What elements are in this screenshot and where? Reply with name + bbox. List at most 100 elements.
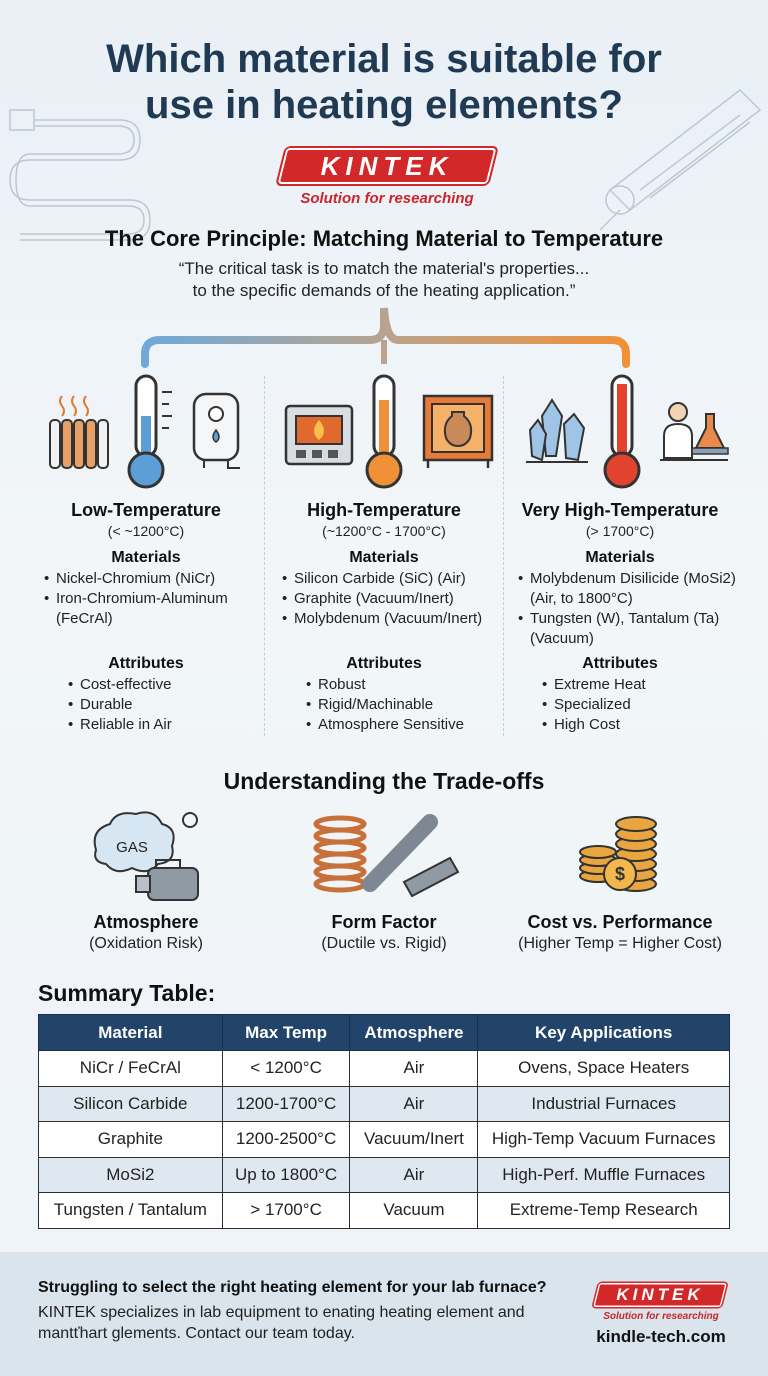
water-heater-icon <box>192 392 240 469</box>
heating-coil-sketch <box>9 109 151 241</box>
table-row: NiCr / FeCrAl < 1200°C Air Ovens, Space … <box>38 1050 730 1087</box>
footer-logo-tagline: Solution for researching <box>603 1311 719 1322</box>
table-cell: Vacuum/Inert <box>349 1121 479 1158</box>
coil-and-rod-icon <box>313 814 460 898</box>
kiln-vase-icon <box>422 394 494 468</box>
column-header: Max Temp <box>221 1014 351 1051</box>
table-cell: Vacuum <box>349 1192 479 1229</box>
gas-pump-icon: GAS <box>93 811 199 901</box>
table-header-row: Material Max Temp Atmosphere Key Applica… <box>38 1014 730 1051</box>
list-item: High Cost <box>538 715 740 735</box>
tradeoff-title: Atmosphere <box>93 912 199 932</box>
list-item: Robust <box>302 675 504 695</box>
table-cell: Tungsten / Tantalum <box>38 1192 223 1229</box>
tradeoff-atmosphere: Atmosphere (Oxidation Risk) <box>26 912 266 953</box>
column-header: Atmosphere <box>349 1014 479 1051</box>
table-cell: High-Perf. Muffle Furnaces <box>477 1156 730 1193</box>
materials-list: Molybdenum Disilicide (MoSi2) (Air, to 1… <box>514 569 740 647</box>
table-cell: Industrial Furnaces <box>477 1085 730 1122</box>
very-high-temperature-column: Very High-Temperature (> 1700°C) Materia… <box>500 500 740 735</box>
table-cell: 1200-1700°C <box>221 1085 351 1122</box>
crystal-icon <box>526 398 588 463</box>
furnace-icon <box>284 404 354 466</box>
table-cell: Air <box>349 1050 479 1087</box>
attributes-label: Attributes <box>582 655 658 672</box>
attributes-list: Cost-effective Durable Reliable in Air <box>64 675 266 735</box>
list-item: Nickel-Chromium (NiCr) <box>40 569 266 589</box>
table-cell: 1200-2500°C <box>221 1121 351 1158</box>
column-range: (~1200°C - 1700°C) <box>322 523 446 539</box>
table-cell: Air <box>349 1085 479 1122</box>
thermometer-very-high-icon <box>603 374 641 489</box>
materials-list: Nickel-Chromium (NiCr) Iron-Chromium-Alu… <box>40 569 266 645</box>
attributes-label: Attributes <box>108 655 184 672</box>
list-item: Silicon Carbide (SiC) (Air) <box>278 569 504 589</box>
column-range: (> 1700°C) <box>585 523 655 539</box>
table-cell: Air <box>349 1156 479 1193</box>
table-row: Graphite 1200-2500°C Vacuum/Inert High-T… <box>38 1121 730 1158</box>
list-item: Rigid/Machinable <box>302 695 504 715</box>
column-title: Low-Temperature <box>71 500 221 520</box>
title-line-1: Which material is suitable for <box>106 37 662 81</box>
list-item: Extreme Heat <box>538 675 740 695</box>
scientist-lab-icon <box>660 402 729 461</box>
attributes-label: Attributes <box>346 655 422 672</box>
table-cell: MoSi2 <box>38 1156 223 1193</box>
list-item: Tungsten (W), Tantalum (Ta) (Vacuum) <box>514 609 740 649</box>
table-cell: High-Temp Vacuum Furnaces <box>477 1121 730 1158</box>
column-range: (< ~1200°C) <box>107 523 185 539</box>
quote-line-2: to the specific demands of the heating a… <box>192 281 576 300</box>
tradeoff-title: Cost vs. Performance <box>527 912 713 932</box>
materials-label: Materials <box>585 549 655 566</box>
quote-line-1: “The critical task is to match the mater… <box>178 259 590 278</box>
list-item: Iron-Chromium-Aluminum (FeCrAl) <box>40 589 266 629</box>
materials-label: Materials <box>349 549 419 566</box>
table-cell: > 1700°C <box>221 1192 351 1229</box>
page-title: Which material is suitable for use in he… <box>0 36 768 128</box>
list-item: Durable <box>64 695 266 715</box>
tradeoff-form-factor: Form Factor (Ductile vs. Rigid) <box>264 912 504 953</box>
table-row: Silicon Carbide 1200-1700°C Air Industri… <box>38 1085 730 1122</box>
title-line-2: use in heating elements? <box>145 83 623 127</box>
low-temperature-column: Low-Temperature (< ~1200°C) Materials Ni… <box>26 500 266 735</box>
radiator-icon <box>49 395 109 469</box>
column-divider <box>503 376 504 736</box>
coin-stack-icon: $ <box>579 816 657 892</box>
gas-label: GAS <box>116 839 148 856</box>
list-item: Molybdenum (Vacuum/Inert) <box>278 609 504 629</box>
table-cell: Silicon Carbide <box>38 1085 223 1122</box>
tradeoff-title: Form Factor <box>331 912 437 932</box>
column-divider <box>264 376 265 736</box>
thermometer-low-icon <box>127 374 172 489</box>
column-header: Material <box>38 1014 223 1051</box>
core-principle-title: The Core Principle: Matching Material to… <box>104 226 664 251</box>
column-title: Very High-Temperature <box>521 500 719 520</box>
materials-list: Silicon Carbide (SiC) (Air) Graphite (Va… <box>278 569 504 645</box>
summary-title: Summary Table: <box>38 980 216 1006</box>
footer-kintek-logo[interactable]: KINTEK <box>616 1285 704 1304</box>
tradeoff-sub: (Ductile vs. Rigid) <box>321 935 447 952</box>
footer-body: KINTEK specializes in lab equipment to e… <box>38 1304 525 1342</box>
list-item: Atmosphere Sensitive <box>302 715 504 735</box>
kintek-logo: KINTEK <box>320 151 454 181</box>
attributes-list: Robust Rigid/Machinable Atmosphere Sensi… <box>302 675 504 735</box>
table-cell: < 1200°C <box>221 1050 351 1087</box>
table-row: Tungsten / Tantalum > 1700°C Vacuum Extr… <box>38 1192 730 1229</box>
footer-banner <box>0 1252 768 1376</box>
temperature-bracket <box>141 307 630 368</box>
attributes-list: Extreme Heat Specialized High Cost <box>538 675 740 735</box>
table-cell: Ovens, Space Heaters <box>477 1050 730 1087</box>
table-cell: NiCr / FeCrAl <box>38 1050 223 1087</box>
list-item: Reliable in Air <box>64 715 266 735</box>
high-temperature-column: High-Temperature (~1200°C - 1700°C) Mate… <box>264 500 504 735</box>
website-link[interactable]: kindle-tech.com <box>596 1327 726 1346</box>
column-header: Key Applications <box>477 1014 730 1051</box>
list-item: Specialized <box>538 695 740 715</box>
thermometer-high-icon <box>365 374 403 489</box>
tradeoffs-title: Understanding the Trade-offs <box>223 768 545 794</box>
table-row: MoSi2 Up to 1800°C Air High-Perf. Muffle… <box>38 1156 730 1193</box>
list-item: Cost-effective <box>64 675 266 695</box>
table-cell: Up to 1800°C <box>221 1156 351 1193</box>
list-item: Graphite (Vacuum/Inert) <box>278 589 504 609</box>
